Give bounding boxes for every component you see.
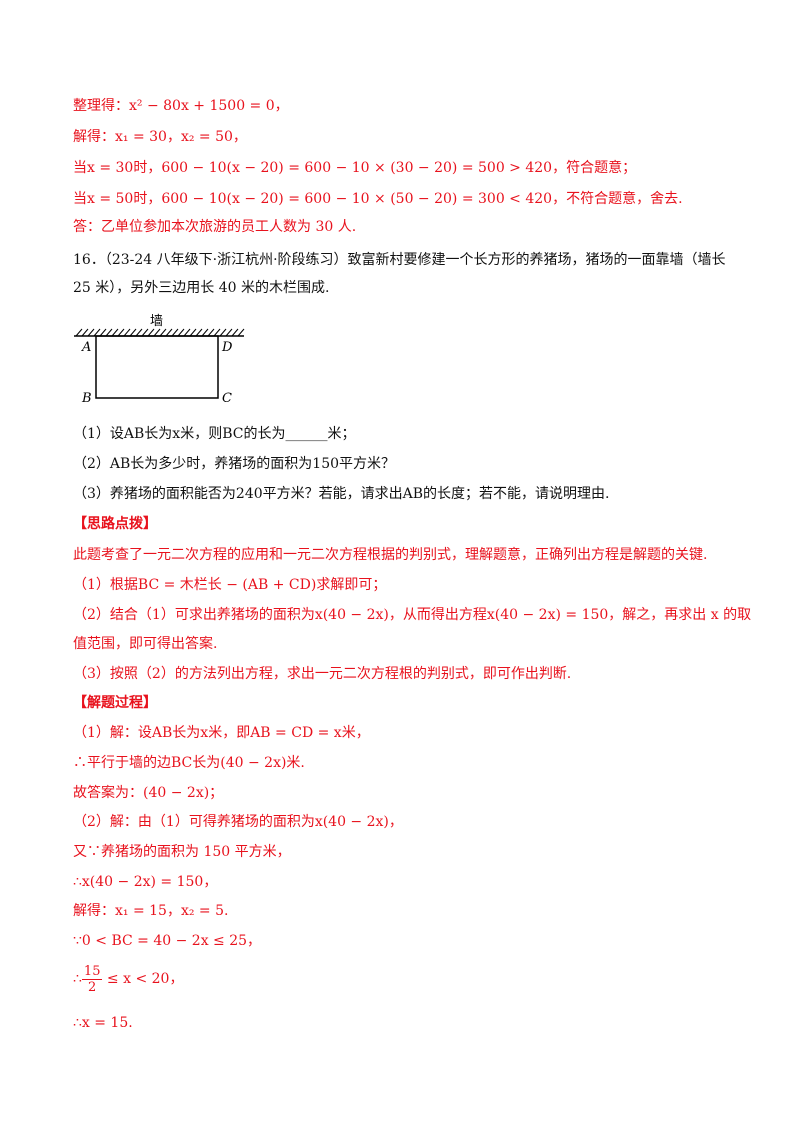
solution-2-area: （2）解：由（1）可得养猪场的面积为x(40 − 2x)， [73, 814, 403, 830]
solution-2-given: 又∵养猪场的面积为 150 平方米， [73, 844, 291, 860]
vertex-b-label: B [81, 391, 92, 406]
question-16-stem-1: 16．（23-24 八年级下·浙江杭州·阶段练习）致富新村要修建一个长方形的养猪… [73, 252, 726, 268]
solution-2-roots: 解得：x₁ = 15，x₂ = 5. [73, 903, 229, 919]
fraction-numerator: 15 [81, 963, 103, 980]
solution-2-constraint: ∵0 < BC = 40 − 2x ≤ 25， [73, 933, 262, 949]
hint-3: （3）按照（2）的方法列出方程，求出一元二次方程根的判别式，即可作出判断. [73, 666, 572, 682]
solution-2-result: ∴x = 15. [73, 1015, 133, 1031]
heading-solution: 【解题过程】 [73, 695, 157, 711]
range-inequality: ≤ x < 20， [106, 971, 184, 987]
solution-line-roots: 解得：x₁ = 30，x₂ = 50， [73, 129, 247, 145]
answer-line: 答：乙单位参加本次旅游的员工人数为 30 人. [73, 219, 357, 235]
solution-1-answer: 故答案为：(40 − 2x)； [73, 785, 224, 801]
subquestion-3: （3）养猪场的面积能否为240平方米？若能，请求出AB的长度；若不能，请说明理由… [73, 486, 610, 502]
therefore-symbol: ∴ [73, 971, 82, 987]
hint-summary: 此题考查了一元二次方程的应用和一元二次方程根据的判别式，理解题意，正确列出方程是… [73, 547, 708, 563]
heading-hints: 【思路点拨】 [73, 516, 157, 532]
subquestion-2: （2）AB长为多少时，养猪场的面积为150平方米？ [73, 456, 396, 472]
wall-hatching [74, 328, 245, 337]
solution-line-check-30: 当x = 30时，600 − 10(x − 20) = 600 − 10 × (… [73, 160, 637, 176]
vertex-d-label: D [221, 340, 233, 355]
solution-line-rearrange: 整理得：x² − 80x + 1500 = 0， [73, 98, 289, 114]
wall-label: 墙 [150, 314, 163, 329]
hint-1: （1）根据BC = 木栏长 − (AB + CD)求解即可； [73, 577, 387, 593]
vertex-a-label: A [81, 340, 91, 355]
question-16-stem-2: 25 米），另外三边用长 40 米的木栏围成. [73, 280, 330, 296]
fraction-denominator: 2 [88, 979, 97, 995]
solution-1-setup: （1）解：设AB长为x米，即AB = CD = x米， [73, 725, 370, 741]
solution-line-check-50: 当x = 50时，600 − 10(x − 20) = 600 − 10 × (… [73, 191, 683, 207]
subquestion-1: （1）设AB长为x米，则BC的长为______米； [73, 426, 356, 442]
solution-1-bc: ∴平行于墙的边BC长为(40 − 2x)米. [73, 755, 305, 771]
vertex-c-label: C [222, 391, 232, 406]
solution-2-equation: ∴x(40 − 2x) = 150， [73, 874, 218, 890]
pigpen-rectangle [95, 335, 219, 399]
hint-2-line-1: （2）结合（1）可求出养猪场的面积为x(40 − 2x)，从而得出方程x(40 … [73, 607, 752, 623]
hint-2-line-2: 值范围，即可得出答案. [73, 636, 218, 652]
pigpen-figure: 墙 A B C D [74, 314, 245, 406]
